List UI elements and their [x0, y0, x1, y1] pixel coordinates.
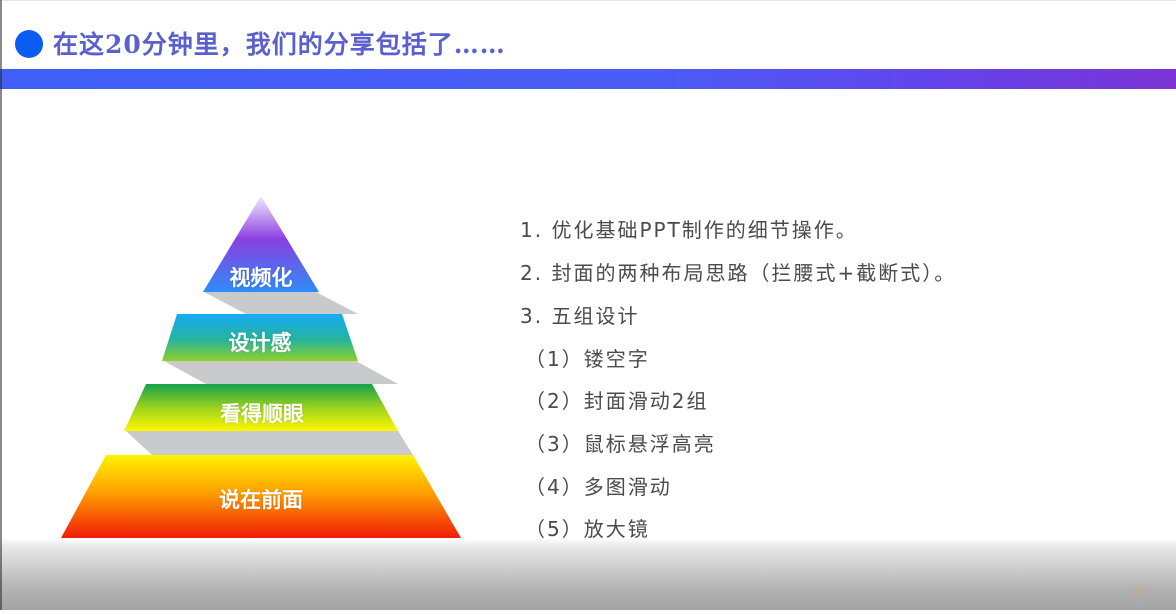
pyramid-tier-3 [124, 384, 398, 431]
header-gradient-bar [0, 69, 1176, 89]
agenda-item: 3. 五组设计 [520, 304, 640, 328]
bottom-gradient-overlay [0, 538, 1176, 610]
watermark-logo-icon [1132, 588, 1148, 608]
agenda-subitem: （2）封面滑动2组 [525, 389, 709, 413]
agenda-subitem: （3）鼠标悬浮高亮 [525, 432, 716, 456]
left-edge-border [0, 0, 2, 610]
tier-label-design: 设计感 [228, 330, 292, 355]
title-bullet-icon [15, 30, 43, 58]
slide-header: 在这20分钟里，我们的分享包括了…… [0, 0, 1176, 68]
tier-label-pleasing: 看得顺眼 [220, 401, 304, 426]
agenda-subitem: （4）多图滑动 [525, 475, 672, 499]
tier-connector-shadow [164, 361, 398, 384]
tier-connector-shadow [204, 292, 358, 314]
pyramid-tier-4 [61, 455, 461, 538]
tier-connector-shadow [126, 431, 413, 455]
agenda-item: 2. 封面的两种布局思路（拦腰式+截断式）。 [520, 261, 957, 285]
pyramid-tier-2 [162, 314, 358, 361]
pyramid-tier-1 [203, 196, 319, 292]
tier-label-video: 视频化 [229, 265, 293, 290]
pyramid-diagram: 视频化 设计感 看得顺眼 说在前面 [0, 0, 520, 610]
slide-title: 在这20分钟里，我们的分享包括了…… [53, 30, 506, 59]
agenda-item: 1. 优化基础PPT制作的细节操作。 [520, 218, 858, 242]
agenda-subitem: （5）放大镜 [525, 517, 650, 541]
pyramid-graphic [61, 196, 461, 538]
top-border [0, 0, 1176, 1]
agenda-subitem: （1）镂空字 [525, 347, 650, 371]
tier-label-intro: 说在前面 [219, 487, 303, 512]
